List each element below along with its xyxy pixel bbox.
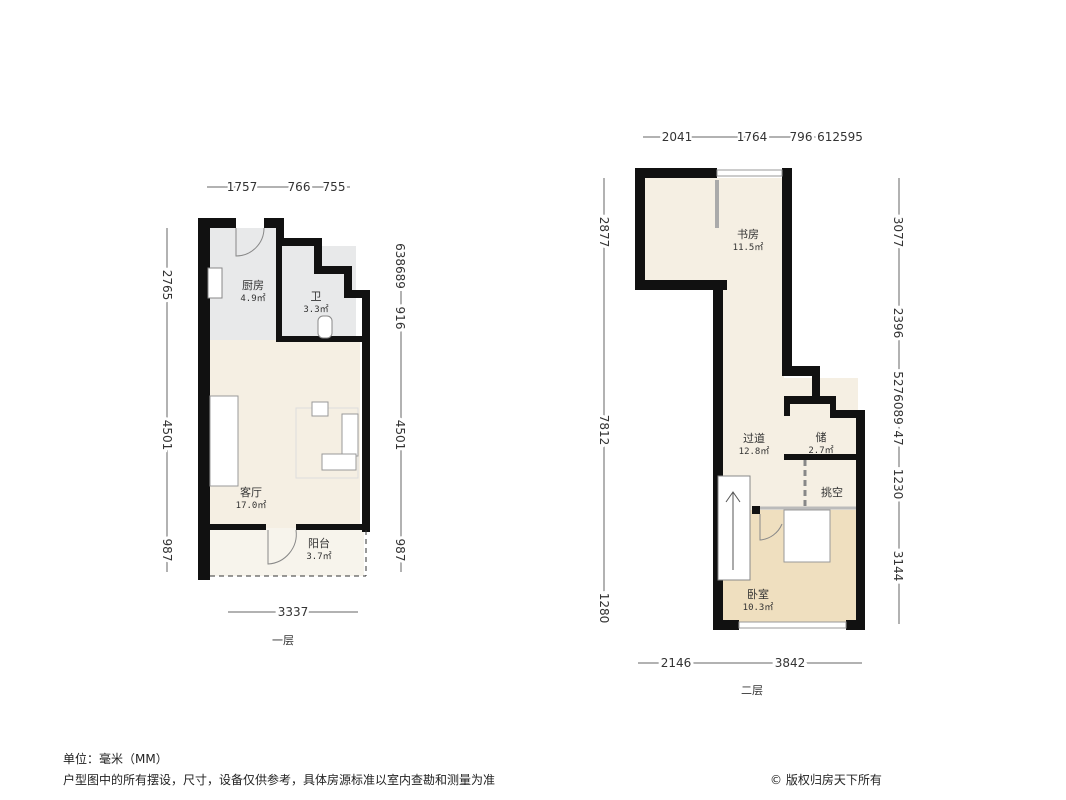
copyright: © 版权归房天下所有 (770, 773, 882, 787)
staircase-icon (717, 475, 751, 581)
dim-left: 7812 (597, 415, 611, 446)
room-area-kitchen: 4.9㎡ (240, 293, 265, 304)
dim-right: 3077 (891, 217, 905, 248)
room-area-storage: 2.7㎡ (808, 445, 833, 456)
floor-1-walls (198, 218, 370, 580)
chair-icon (311, 401, 329, 417)
door-icon (759, 514, 783, 541)
room-name-living: 客厅 (240, 485, 262, 499)
dim-right: 1230 (891, 469, 905, 500)
room-name-void: 挑空 (821, 485, 843, 499)
floor-label: 一层 (272, 634, 294, 647)
partition (715, 180, 719, 228)
floor-2-walls (635, 168, 865, 630)
dim-right: 987 (393, 539, 407, 562)
balcony-floor (208, 528, 364, 576)
room-area-bath: 3.3㎡ (303, 304, 328, 315)
dim-right: 47 (891, 430, 905, 445)
disclaimer: 户型图中的所有摆设，尺寸，设备仅供参考，具体房源标准以室内查勘和测量为准 (63, 773, 496, 787)
room-name-study: 书房 (737, 228, 759, 241)
room-name-corridor: 过道 (743, 431, 765, 445)
floor-2-plan: 书房 11.5㎡ 过道 12.8㎡ 储 2.7㎡ 挑空 卧室 10.3㎡ 204… (594, 128, 908, 698)
unit-note: 单位：毫米（MM） (63, 752, 168, 766)
stove-icon (207, 267, 223, 299)
dim-top: 1764 (737, 130, 768, 144)
dim-right: 4501 (393, 420, 407, 451)
staircase-icon (209, 395, 239, 487)
room-area-balcony: 3.7㎡ (306, 551, 331, 562)
door-icon (235, 227, 265, 257)
dim-top: 766 (288, 180, 311, 194)
room-area-corridor: 12.8㎡ (739, 446, 770, 457)
dim-left: 2765 (160, 270, 174, 301)
dim-top: 796 (790, 130, 813, 144)
sofa-icon (341, 413, 359, 457)
door-icon (267, 529, 297, 565)
dim-top: 755 (323, 180, 346, 194)
dim-right: 5276089 (891, 371, 905, 424)
room-name-bath: 卫 (311, 290, 322, 303)
dim-top: 1757 (227, 180, 258, 194)
room-name-bedroom: 卧室 (747, 587, 769, 601)
room-name-balcony: 阳台 (308, 536, 330, 550)
dim-right: 916 (393, 307, 407, 330)
dim-bottom: 2146 (661, 656, 692, 670)
dim-right: 2396 (891, 308, 905, 339)
stair-arrow-icon (725, 491, 741, 570)
dim-right: 638689 (393, 243, 407, 289)
dim-right: 3144 (891, 551, 905, 582)
dim-left: 4501 (160, 420, 174, 451)
dim-bottom: 3337 (278, 605, 309, 619)
floor-label: 二层 (741, 684, 763, 697)
coffee-table-icon (321, 453, 357, 471)
dim-left: 987 (160, 539, 174, 562)
room-area-bedroom: 10.3㎡ (743, 602, 774, 613)
dim-bottom: 3842 (775, 656, 806, 670)
dim-left: 1280 (597, 593, 611, 624)
room-name-kitchen: 厨房 (242, 279, 264, 292)
window-icon (738, 621, 847, 629)
room-area-living: 17.0㎡ (236, 500, 267, 511)
window-icon (716, 169, 783, 177)
dim-left: 2877 (597, 217, 611, 248)
room-area-study: 11.5㎡ (733, 242, 764, 253)
dim-top: 612595 (817, 130, 863, 144)
room-name-storage: 储 (816, 430, 827, 444)
bed-icon (783, 509, 831, 563)
corridor-floor (722, 282, 784, 510)
toilet-icon (317, 315, 333, 339)
dim-top: 2041 (662, 130, 693, 144)
floor-1-plan: 厨房 4.9㎡ 卫 3.3㎡ 客厅 17.0㎡ 阳台 3.7㎡ 1757 766… (157, 178, 410, 648)
